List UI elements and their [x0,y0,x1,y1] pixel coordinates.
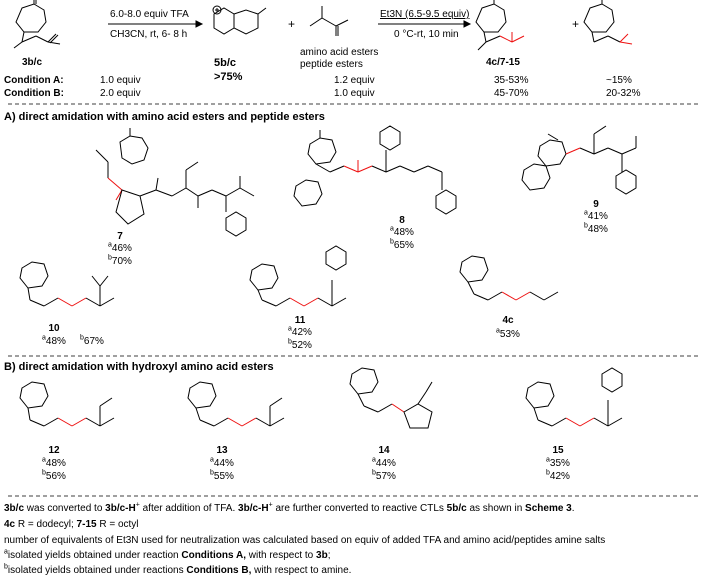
compound-label: 9 [593,199,599,210]
yield-a: a44% [210,456,234,469]
yield-b: b48% [584,222,608,235]
plus-sign: + [288,17,296,31]
section-a-title: A) direct amidation with amino acid este… [4,111,325,123]
yield-a: a53% [496,327,520,340]
tropone-ring [15,3,47,33]
condition-a-product: 35-53% [494,75,529,86]
condition-b-sm: 2.0 equiv [100,88,141,99]
footnote-2: 4c R = dodecyl; 7-15 R = octyl [4,519,139,530]
intermediate-yield: >75% [214,71,243,83]
yield-b: b52% [288,338,312,351]
compound-label: 7 [117,231,123,242]
compound-label: 4c [502,315,514,326]
compound-label: 13 [216,445,228,456]
yield-a: a41% [584,209,608,222]
yield-a: a48% [390,225,414,238]
yield-a: a48% [42,456,66,469]
yield-a: a42% [288,325,312,338]
section-b-title: B) direct amidation with hydroxyl amino … [4,361,274,373]
temperature-conditions: 0 °C-rt, 10 min [394,29,459,40]
yield-a: a44% [372,456,396,469]
amino-acid-esters-text: amino acid esters [300,47,379,58]
product-label: 4c/7-15 [486,57,520,68]
condition-b-aa: 1.0 equiv [334,88,375,99]
yield-b: b55% [210,469,234,482]
yield-b: b42% [546,469,570,482]
condition-b-product: 45-70% [494,88,529,99]
yield-a: a35% [546,456,570,469]
yield-a: a46% [108,241,132,254]
yield-a: a48% [42,334,66,347]
condition-a-side: ~15% [606,75,632,86]
footnote-1: 3b/c was converted to 3b/c-H+ after addi… [4,501,575,514]
compound-label: 8 [399,215,405,226]
peptide-esters-text: peptide esters [300,59,363,70]
compound-label: 12 [48,445,60,456]
reagent-tfa: 6.0-8.0 equiv TFA [110,9,189,20]
compound-label: 11 [294,315,306,326]
yield-b: b65% [390,238,414,251]
condition-a-aa: 1.2 equiv [334,75,375,86]
yield-b: b70% [108,254,132,267]
condition-b-side: 20-32% [606,88,641,99]
yield-b: b56% [42,469,66,482]
sm-label: 3b/c [22,57,43,68]
solvent-conditions: CH3CN, rt, 6- 8 h [110,29,188,40]
yield-b: b67% [80,334,104,347]
condition-a-sm: 1.0 equiv [100,75,141,86]
footnote-3: number of equivalents of Et3N used for n… [4,535,606,546]
compound-label: 14 [378,445,390,456]
compound-label: 15 [552,445,564,456]
footnote-4: aisolated yields obtained under reaction… [4,548,331,561]
yield-b: b57% [372,469,396,482]
condition-a-label: Condition A: [4,75,64,86]
plus-sign-2: + [572,17,580,31]
compound-label: 10 [48,323,60,334]
condition-b-label: Condition B: [4,88,64,99]
footnote-5: bisolated yields obtained under reaction… [4,563,352,576]
reagent-et3n: Et3N (6.5-9.5 equiv) [380,9,470,20]
intermediate-label: 5b/c [214,57,237,69]
